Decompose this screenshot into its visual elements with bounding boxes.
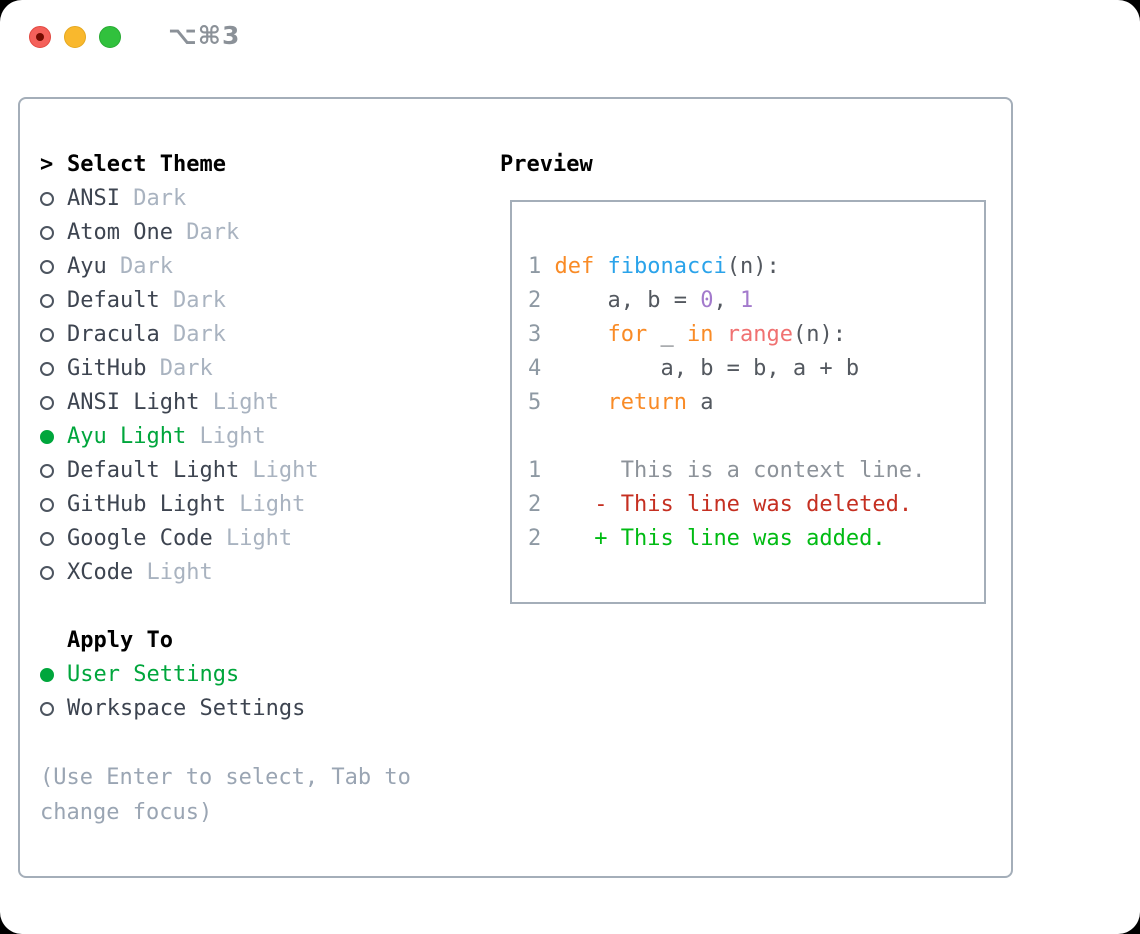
theme-option-ayu[interactable]: Ayu Dark xyxy=(40,250,460,284)
code-line: 3 for _ in range(n): xyxy=(528,322,846,347)
code-line: 2 + This line was added. xyxy=(528,526,886,551)
zoom-button[interactable] xyxy=(99,26,121,48)
option-label: GitHub Dark xyxy=(67,356,213,381)
theme-option-ansi-light[interactable]: ANSI Light Light xyxy=(40,386,460,420)
option-label: User Settings xyxy=(67,662,240,687)
theme-option-google-code[interactable]: Google Code Light xyxy=(40,522,460,556)
code-line: 2 - This line was deleted. xyxy=(528,492,913,517)
radio-selected-icon xyxy=(40,668,67,682)
theme-option-dracula[interactable]: Dracula Dark xyxy=(40,318,460,352)
close-button[interactable] xyxy=(29,26,51,48)
window-title: ⌥⌘3 xyxy=(168,21,241,50)
option-label: XCode Light xyxy=(67,560,213,585)
preview-title: Preview xyxy=(500,152,593,177)
option-label: Google Code Light xyxy=(67,526,293,551)
option-label: Default Light Light xyxy=(67,458,319,483)
theme-option-ayu-light[interactable]: Ayu Light Light xyxy=(40,420,460,454)
spacer xyxy=(40,726,460,760)
radio-selected-icon xyxy=(40,430,67,444)
option-label: Atom One Dark xyxy=(67,220,240,245)
apply-option-user-settings[interactable]: User Settings xyxy=(40,658,460,692)
minimize-button[interactable] xyxy=(64,26,86,48)
apply-option-workspace-settings[interactable]: Workspace Settings xyxy=(40,692,460,726)
radio-icon xyxy=(40,192,67,206)
radio-icon xyxy=(40,260,67,274)
radio-icon xyxy=(40,396,67,410)
radio-icon xyxy=(40,464,67,478)
code-line: 1 def fibonacci(n): xyxy=(528,254,780,279)
apply-to-header: Apply To xyxy=(40,624,460,658)
radio-icon xyxy=(40,294,67,308)
option-label: Dracula Dark xyxy=(67,322,226,347)
code-line: 2 a, b = 0, 1 xyxy=(528,288,754,313)
select-theme-title: Select Theme xyxy=(67,152,226,177)
prompt-icon: > xyxy=(40,152,54,177)
spacer xyxy=(40,590,460,624)
titlebar: ⌥⌘3 xyxy=(0,0,1140,70)
apply-to-title: Apply To xyxy=(67,628,173,653)
radio-icon xyxy=(40,328,67,342)
radio-icon xyxy=(40,226,67,240)
option-label: GitHub Light Light xyxy=(67,492,306,517)
theme-option-xcode[interactable]: XCode Light xyxy=(40,556,460,590)
theme-option-ansi[interactable]: ANSI Dark xyxy=(40,182,460,216)
radio-icon xyxy=(40,532,67,546)
code-line xyxy=(528,420,984,454)
theme-option-github[interactable]: GitHub Dark xyxy=(40,352,460,386)
radio-icon xyxy=(40,362,67,376)
option-label: ANSI Light Light xyxy=(67,390,279,415)
help-text: (Use Enter to select, Tab to change focu… xyxy=(40,765,411,825)
select-theme-header: > Select Theme xyxy=(40,148,460,182)
option-label: Workspace Settings xyxy=(67,696,306,721)
option-label: ANSI Dark xyxy=(67,186,187,211)
theme-option-atom-one[interactable]: Atom One Dark xyxy=(40,216,460,250)
theme-option-default[interactable]: Default Dark xyxy=(40,284,460,318)
radio-icon xyxy=(40,498,67,512)
option-label: Default Dark xyxy=(67,288,226,313)
theme-option-default-light[interactable]: Default Light Light xyxy=(40,454,460,488)
code-line: 4 a, b = b, a + b xyxy=(528,356,860,381)
preview-box: 1 def fibonacci(n): 2 a, b = 0, 1 3 for _ … xyxy=(510,200,986,604)
radio-icon xyxy=(40,702,67,716)
option-label: Ayu Light Light xyxy=(67,424,266,449)
radio-icon xyxy=(40,566,67,580)
code-block: 1 def fibonacci(n): 2 a, b = 0, 1 3 for _ … xyxy=(512,202,984,556)
theme-option-github-light[interactable]: GitHub Light Light xyxy=(40,488,460,522)
option-label: Ayu Dark xyxy=(67,254,173,279)
code-line: 5 return a xyxy=(528,390,714,415)
code-line: 1 This is a context line. xyxy=(528,458,926,483)
traffic-lights xyxy=(29,26,121,48)
